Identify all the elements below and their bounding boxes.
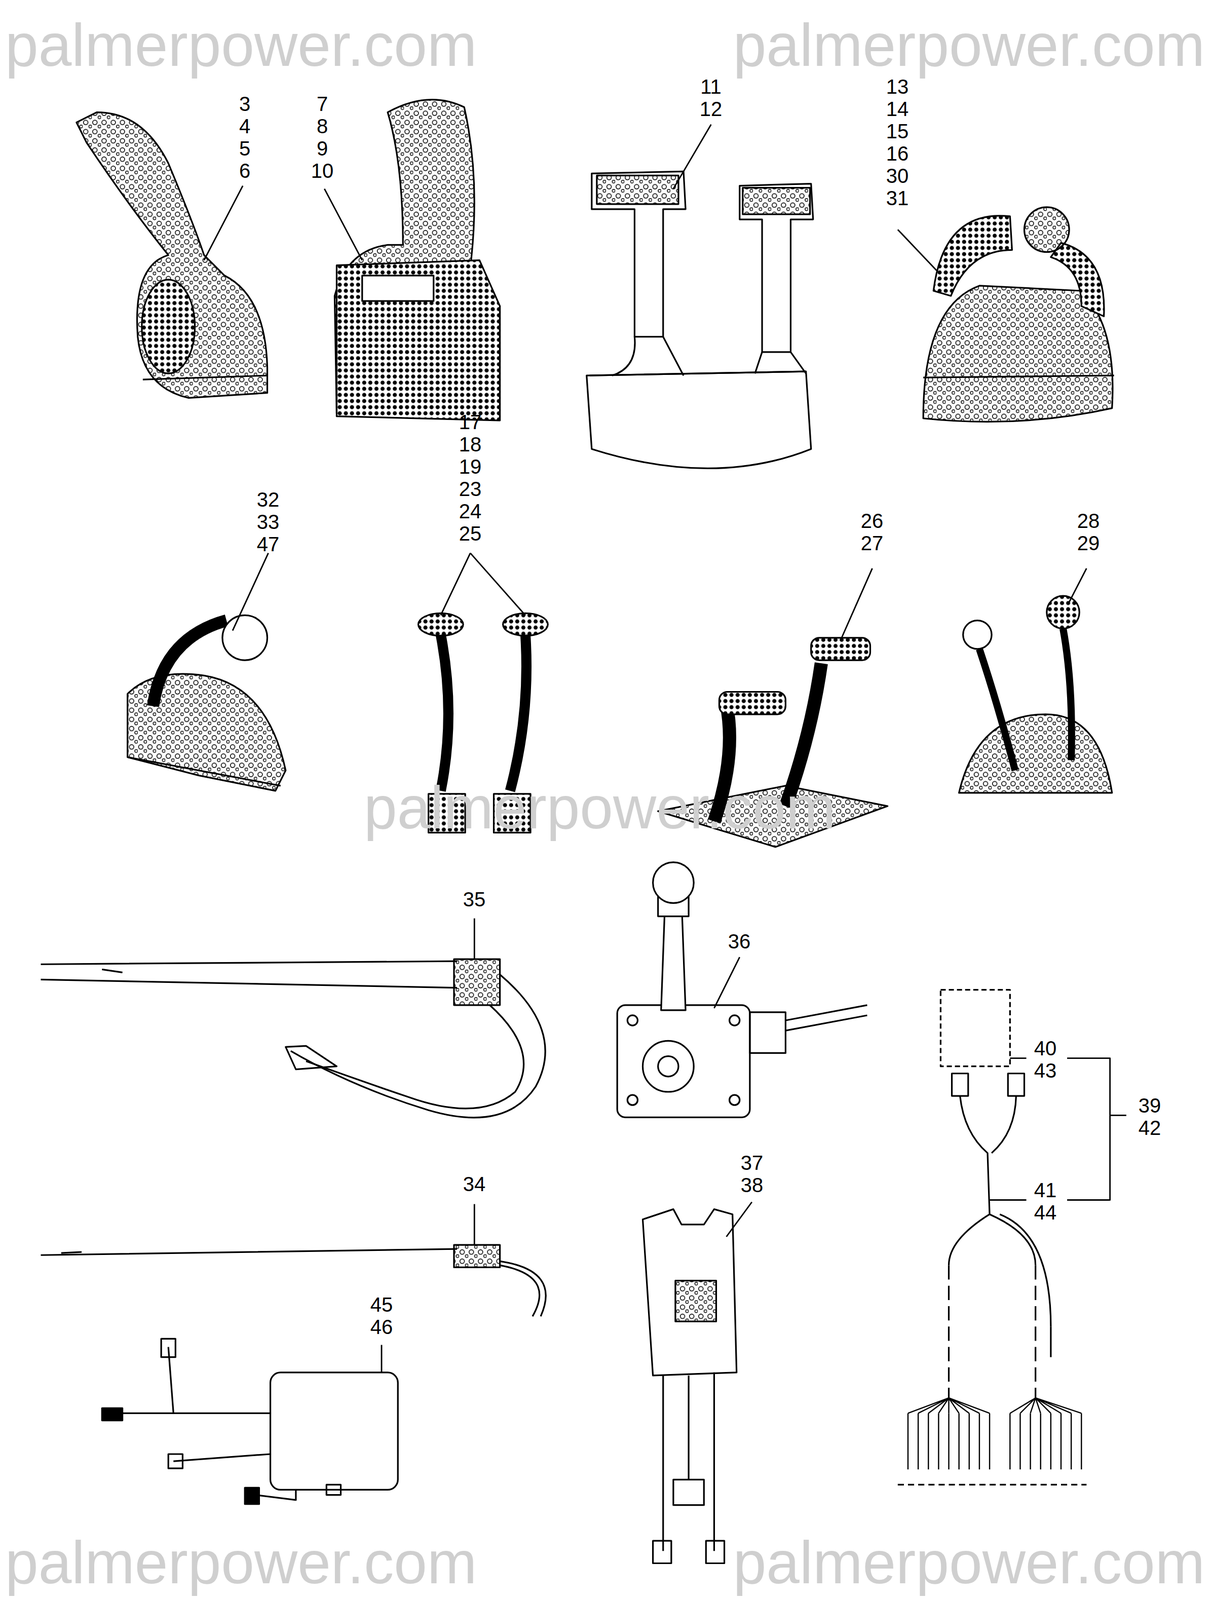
callout-number: 14 <box>886 97 909 121</box>
callout-number: 41 <box>1034 1179 1057 1202</box>
watermark: palmerpower.com <box>5 1532 477 1593</box>
callout-number: 40 <box>1034 1037 1057 1060</box>
callout-number: 34 <box>463 1172 486 1196</box>
callout-number: 11 <box>700 75 722 98</box>
callout-number: 46 <box>370 1315 394 1339</box>
callout-number: 8 <box>316 115 328 138</box>
callout-number: 15 <box>886 120 909 143</box>
callout-number: 28 <box>1077 509 1101 533</box>
watermark: palmerpower.com <box>733 1532 1205 1593</box>
watermark: palmerpower.com <box>5 15 477 75</box>
callout-number: 19 <box>459 455 482 478</box>
callout-number: 33 <box>256 510 280 534</box>
callout-number: 30 <box>886 164 909 187</box>
callout-number: 6 <box>239 159 251 182</box>
callout-number: 23 <box>459 477 482 501</box>
callout-number: 38 <box>740 1173 764 1197</box>
callout-number: 18 <box>459 433 482 456</box>
callout-number: 42 <box>1138 1116 1162 1140</box>
callout-number: 13 <box>886 75 909 98</box>
watermark: palmerpower.com <box>363 777 836 838</box>
callout-number: 29 <box>1077 532 1101 555</box>
callout-number: 32 <box>256 488 280 511</box>
callout-number: 16 <box>886 142 909 165</box>
callout-number: 36 <box>728 930 751 953</box>
callout-number: 5 <box>239 137 251 160</box>
callout-number: 26 <box>860 509 884 533</box>
callout-number: 27 <box>860 532 884 555</box>
callout-number: 35 <box>463 888 486 911</box>
callout-number: 39 <box>1138 1094 1162 1117</box>
callout-number: 44 <box>1034 1201 1057 1224</box>
callout-number: 37 <box>740 1151 764 1174</box>
callout-number: 45 <box>370 1293 394 1316</box>
watermark: palmerpower.com <box>733 15 1205 75</box>
callout-number: 47 <box>256 533 280 556</box>
callout-number: 10 <box>311 159 334 182</box>
callout-number: 17 <box>459 410 482 434</box>
callout-number: 12 <box>699 97 723 121</box>
callout-number: 7 <box>316 92 328 116</box>
callout-number: 4 <box>239 115 251 138</box>
callout-number: 3 <box>239 92 251 116</box>
callout-number: 24 <box>459 500 482 523</box>
callout-number: 43 <box>1034 1059 1057 1082</box>
callout-number: 25 <box>459 522 482 545</box>
callout-number: 31 <box>886 186 909 210</box>
callout-number: 9 <box>316 137 328 160</box>
